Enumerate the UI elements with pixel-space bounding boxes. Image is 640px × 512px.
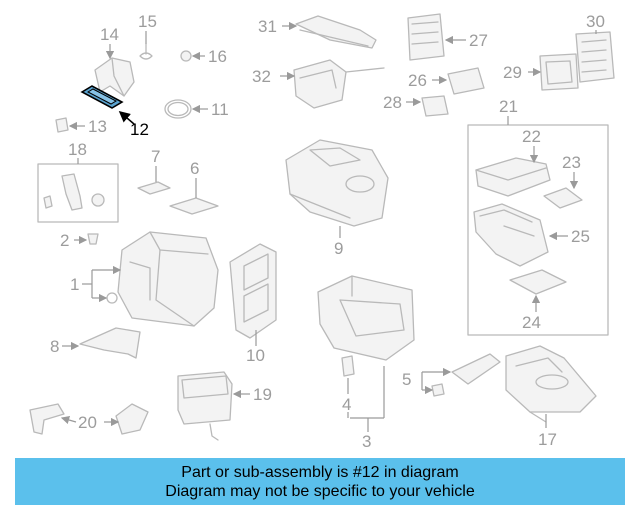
part-32-latch: 32: [252, 59, 385, 109]
callout-11: 11: [211, 100, 229, 119]
callout-29: 29: [503, 63, 522, 82]
part-28-plate: 28: [383, 93, 449, 117]
callout-5: 5: [402, 370, 411, 389]
info-banner: Part or sub-assembly is #12 in diagram D…: [15, 458, 625, 505]
part-5-connectors: 5: [402, 353, 501, 397]
parts-diagram: 14 15 16 12 11 13 18: [29, 12, 615, 451]
callout-6: 6: [190, 159, 199, 178]
callout-16: 16: [208, 47, 227, 66]
callout-10: 10: [246, 346, 265, 365]
callout-1: 1: [70, 275, 79, 294]
part-30-panel: 30: [575, 12, 615, 83]
callout-28: 28: [383, 93, 402, 112]
part-26-switch: 26: [408, 67, 485, 95]
banner-line-2: Diagram may not be specific to your vehi…: [165, 482, 475, 500]
part-27-frame: 27: [407, 13, 488, 61]
part-15-clip: 15: [138, 12, 157, 60]
callout-19: 19: [253, 385, 272, 404]
part-11-ring: 11: [164, 99, 229, 119]
callout-14: 14: [100, 25, 119, 44]
callout-21: 21: [499, 97, 518, 116]
part-20-brackets: 20: [29, 403, 149, 435]
part-16-fastener: 16: [180, 47, 227, 66]
part-21-box: 21: [467, 97, 609, 336]
part-6-mat: 6: [169, 159, 219, 215]
part-25-tray: 25: [473, 203, 590, 267]
callout-23: 23: [562, 153, 581, 172]
callout-25: 25: [571, 227, 590, 246]
callout-8: 8: [50, 337, 59, 356]
callout-3: 3: [362, 432, 371, 451]
callout-24: 24: [522, 313, 541, 332]
callout-20: 20: [78, 413, 97, 432]
callout-18: 18: [68, 140, 87, 159]
part-9-console: 9: [285, 139, 389, 258]
callout-13: 13: [88, 117, 107, 136]
part-4-clip: 4: [341, 355, 355, 418]
callout-26: 26: [408, 71, 427, 90]
part-23-hinge: 23: [543, 153, 583, 209]
part-22-lid: 22: [475, 127, 551, 197]
banner-line-1: Part or sub-assembly is #12 in diagram: [181, 463, 459, 481]
callout-30: 30: [586, 12, 605, 31]
callout-15: 15: [138, 12, 157, 31]
part-3-base: 3: [317, 275, 415, 451]
part-17-tray: 17: [505, 345, 597, 449]
callout-7: 7: [151, 147, 160, 166]
part-31-lid: 31: [258, 15, 377, 49]
callout-27: 27: [469, 31, 488, 50]
callout-12: 12: [130, 120, 149, 139]
part-18-box: 18: [37, 140, 119, 223]
part-12-highlighted: 12: [80, 85, 149, 139]
callout-31: 31: [258, 17, 277, 36]
callout-4: 4: [342, 395, 351, 414]
part-13-clip: 13: [55, 117, 107, 136]
part-29-cover: 29: [503, 53, 579, 91]
callout-32: 32: [252, 67, 271, 86]
callout-9: 9: [334, 239, 343, 258]
part-10-side-panel: 10: [229, 243, 277, 365]
part-19-bin: 19: [177, 371, 272, 441]
part-1-panel: 1: [70, 231, 219, 327]
part-14-bracket: 14: [94, 25, 135, 97]
callout-2: 2: [60, 231, 69, 250]
part-24-mat: 24: [509, 269, 567, 332]
callout-22: 22: [522, 127, 541, 146]
part-7-pad: 7: [137, 147, 171, 195]
part-8-bracket: 8: [50, 327, 141, 359]
callout-17: 17: [538, 430, 557, 449]
part-2-screw: 2: [60, 231, 99, 250]
